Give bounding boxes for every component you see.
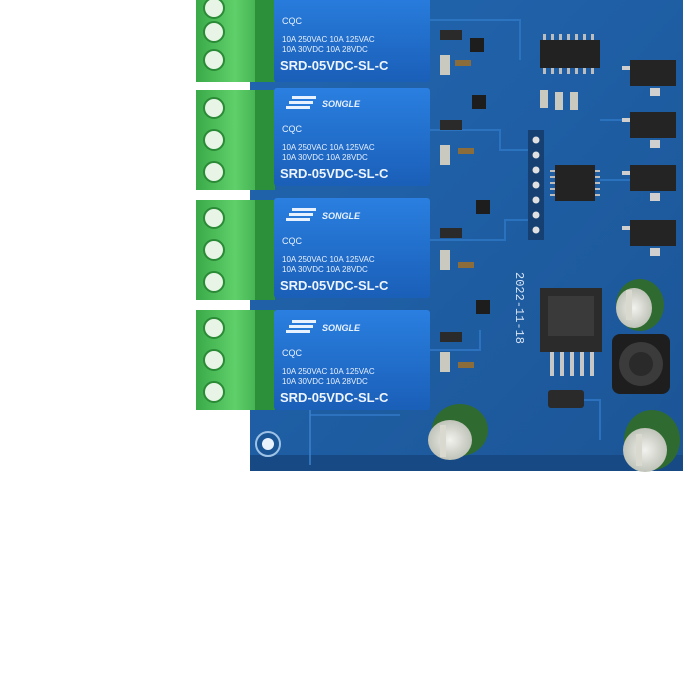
relay-brand: SONGLE <box>322 323 361 333</box>
ic-chip-top <box>540 34 600 74</box>
relay-model: SRD-05VDC-SL-C <box>280 390 389 405</box>
capacitor <box>623 410 680 472</box>
relay-rating-line-2: 10A 30VDC 10A 28VDC <box>282 153 368 162</box>
relay-cert-mark: CQC <box>282 16 303 26</box>
terminal-blocks <box>196 0 275 410</box>
songle-logo-icon <box>286 96 316 109</box>
relay-rating-line-1: 10A 250VAC 10A 125VAC <box>282 35 375 44</box>
relay-rating-line-2: 10A 30VDC 10A 28VDC <box>282 45 368 54</box>
smd-components <box>440 30 584 408</box>
terminal-block <box>196 0 275 82</box>
voltage-regulator <box>540 288 602 376</box>
relay-4: SONGLE CQC 10A 250VAC 10A 125VAC 10A 30V… <box>274 310 430 410</box>
relay-brand: SONGLE <box>322 211 361 221</box>
ic-chip-mcu <box>550 165 600 201</box>
capacitor <box>616 279 664 331</box>
pin-header <box>528 130 544 240</box>
songle-logo-icon <box>286 320 316 333</box>
inductor <box>612 334 670 394</box>
relay-model: SRD-05VDC-SL-C <box>280 278 389 293</box>
relay-rating-line-1: 10A 250VAC 10A 125VAC <box>282 255 375 264</box>
terminal-block <box>196 200 275 300</box>
relay-2: SONGLE CQC 10A 250VAC 10A 125VAC 10A 30V… <box>274 88 430 186</box>
relay-1: CQC 10A 250VAC 10A 125VAC 10A 30VDC 10A … <box>274 0 430 82</box>
relay-rating-line-2: 10A 30VDC 10A 28VDC <box>282 265 368 274</box>
transistors <box>622 60 676 256</box>
relay-rating-line-1: 10A 250VAC 10A 125VAC <box>282 367 375 376</box>
terminal-block <box>196 90 275 190</box>
relay-3: SONGLE CQC 10A 250VAC 10A 125VAC 10A 30V… <box>274 198 430 298</box>
relay-brand: SONGLE <box>322 99 361 109</box>
relay-cert-mark: CQC <box>282 236 303 246</box>
date-silkscreen: 2022-11-18 <box>512 272 526 344</box>
terminal-block <box>196 310 275 410</box>
relay-model: SRD-05VDC-SL-C <box>280 166 389 181</box>
capacitor <box>428 404 488 460</box>
songle-logo-icon <box>286 208 316 221</box>
relay-rating-line-1: 10A 250VAC 10A 125VAC <box>282 143 375 152</box>
relay-cert-mark: CQC <box>282 124 303 134</box>
relay-cert-mark: CQC <box>282 348 303 358</box>
relay-model: SRD-05VDC-SL-C <box>280 58 389 73</box>
relay-rating-line-2: 10A 30VDC 10A 28VDC <box>282 377 368 386</box>
